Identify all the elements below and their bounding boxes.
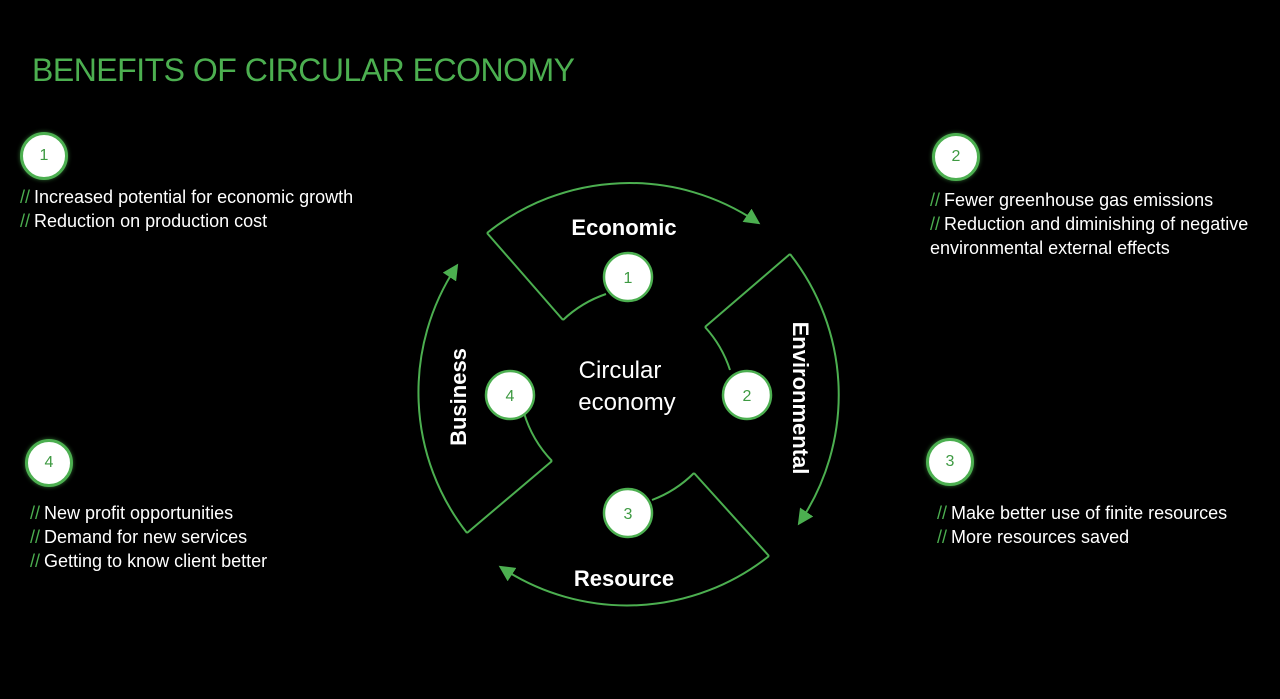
bullet-slash: // xyxy=(937,527,948,547)
benefit-4-badge: 4 xyxy=(25,439,73,487)
node-3: 3 xyxy=(602,487,654,539)
bullet-slash: // xyxy=(937,503,948,523)
benefit-line: //Increased potential for economic growt… xyxy=(20,185,353,209)
benefit-line: //Demand for new services xyxy=(30,525,267,549)
badge-number: 1 xyxy=(39,147,49,164)
segment-resource xyxy=(498,472,770,607)
benefit-line-text: Increased potential for economic growth xyxy=(34,187,354,207)
segment-economic xyxy=(486,182,761,321)
center-label-line2: economy xyxy=(578,389,675,416)
label-environmental: Environmental xyxy=(788,322,813,475)
arrow-business-icon xyxy=(417,263,468,534)
segment-environmental xyxy=(704,253,840,526)
benefit-line-text: environmental external effects xyxy=(930,238,1170,258)
node-1: 1 xyxy=(602,251,654,303)
badge-number: 3 xyxy=(945,453,955,470)
badge-number: 2 xyxy=(951,148,961,165)
benefit-line: //More resources saved xyxy=(937,525,1227,549)
node-2: 2 xyxy=(721,369,773,421)
segment-business xyxy=(417,263,553,534)
bullet-slash: // xyxy=(20,211,31,231)
bullet-slash: // xyxy=(30,503,41,523)
node-4: 4 xyxy=(484,369,536,421)
benefit-3-badge: 3 xyxy=(926,438,974,486)
benefit-line: //Make better use of finite resources xyxy=(937,501,1227,525)
benefit-4-text: //New profit opportunities //Demand for … xyxy=(30,501,267,573)
benefit-line: //New profit opportunities xyxy=(30,501,267,525)
benefit-line-text: Reduction and diminishing of negative xyxy=(944,214,1249,234)
benefit-line-text: Make better use of finite resources xyxy=(951,503,1228,523)
benefit-line-text: New profit opportunities xyxy=(44,503,234,523)
benefit-1-badge: 1 xyxy=(20,132,68,180)
label-economic: Economic xyxy=(571,215,676,240)
center-label-line1: Circular xyxy=(579,357,662,384)
arrow-economic-icon xyxy=(486,182,761,234)
benefit-line: //Getting to know client better xyxy=(30,549,267,573)
node-3-number: 3 xyxy=(624,506,633,523)
benefit-line-text: Demand for new services xyxy=(44,527,248,547)
bullet-slash: // xyxy=(930,190,941,210)
label-resource: Resource xyxy=(574,566,674,591)
benefit-line: //Reduction and diminishing of negative xyxy=(930,212,1248,236)
label-business: Business xyxy=(446,348,471,446)
arrow-environmental-icon xyxy=(789,253,840,526)
benefit-line: //Reduction on production cost xyxy=(20,209,353,233)
benefit-1-text: //Increased potential for economic growt… xyxy=(20,185,353,233)
node-2-number: 2 xyxy=(743,388,752,405)
benefit-line-text: Getting to know client better xyxy=(44,551,268,571)
benefit-line-text: Reduction on production cost xyxy=(34,211,268,231)
benefit-line: environmental external effects xyxy=(930,236,1248,260)
benefit-2-badge: 2 xyxy=(932,133,980,181)
node-4-number: 4 xyxy=(506,388,515,405)
bullet-slash: // xyxy=(30,551,41,571)
badge-number: 4 xyxy=(44,454,54,471)
benefit-line: //Fewer greenhouse gas emissions xyxy=(930,188,1248,212)
page-title: BENEFITS OF CIRCULAR ECONOMY xyxy=(32,52,575,88)
benefit-line-text: Fewer greenhouse gas emissions xyxy=(944,190,1214,210)
benefit-3-text: //Make better use of finite resources //… xyxy=(937,501,1227,549)
benefit-line-text: More resources saved xyxy=(951,527,1130,547)
arrow-resource-icon xyxy=(498,555,770,607)
bullet-slash: // xyxy=(930,214,941,234)
bullet-slash: // xyxy=(20,187,31,207)
benefit-2-text: //Fewer greenhouse gas emissions //Reduc… xyxy=(930,188,1248,260)
node-1-number: 1 xyxy=(624,270,633,287)
bullet-slash: // xyxy=(30,527,41,547)
